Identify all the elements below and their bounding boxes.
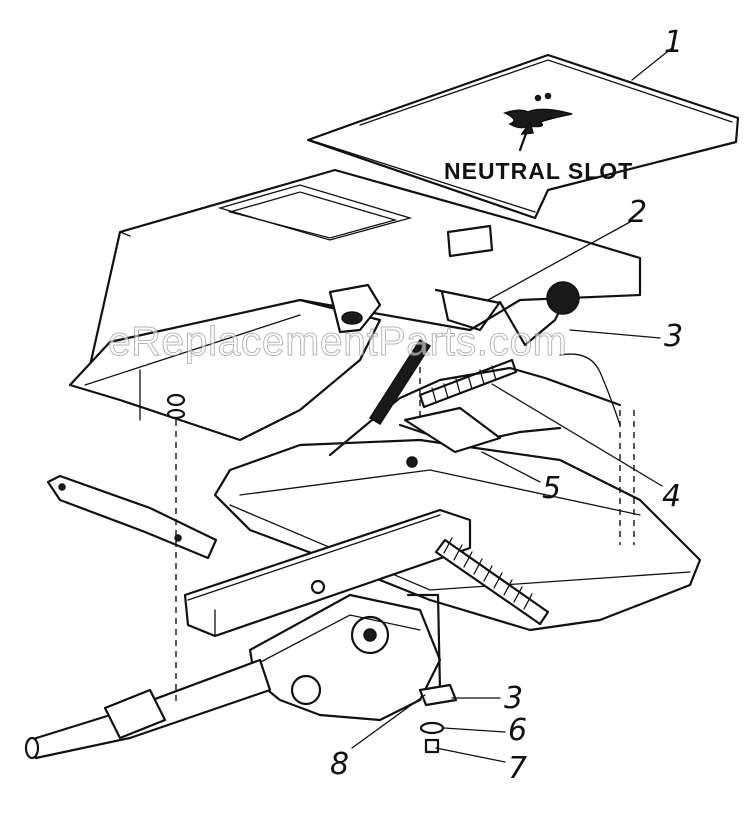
callout-3-top: 3 — [664, 319, 684, 354]
washer-6 — [419, 721, 445, 735]
transaxle — [248, 593, 442, 722]
lower-cable — [559, 353, 621, 426]
left-bracket — [46, 474, 218, 560]
fender-housing — [68, 168, 642, 442]
shift-lever-arm — [434, 288, 502, 305]
frame-crossmember — [183, 508, 472, 638]
neutral-slot-label: NEUTRAL SLOT — [444, 158, 634, 184]
bracket-hole — [174, 534, 182, 542]
shift-knob — [546, 281, 580, 315]
axle — [24, 658, 272, 760]
bracket-plate — [403, 406, 502, 454]
link-end-3 — [418, 683, 458, 707]
linkage-rod — [436, 593, 442, 692]
leader-5 — [481, 451, 541, 483]
leader-4 — [491, 383, 663, 487]
callout-8: 8 — [330, 747, 350, 782]
nut-left — [166, 393, 186, 407]
callout-3-bottom: 3 — [504, 681, 524, 716]
callout-7: 7 — [508, 751, 528, 786]
cover-plate — [306, 53, 740, 220]
callout-5: 5 — [542, 471, 562, 506]
screw-7 — [424, 738, 440, 754]
callout-1: 1 — [664, 25, 684, 60]
watermark: eReplacementParts.com — [107, 318, 568, 365]
bracket-hole — [58, 483, 66, 491]
leader-2 — [487, 221, 631, 301]
leader-8 — [351, 694, 426, 749]
callout-6: 6 — [508, 713, 528, 748]
neutral-slot-arrowhead — [520, 120, 534, 135]
washer-left — [166, 408, 186, 420]
callout-4: 4 — [662, 479, 682, 514]
callout-2: 2 — [628, 195, 648, 230]
leader-7 — [435, 747, 506, 763]
bracket-pin — [406, 456, 418, 468]
leader-3-top — [569, 329, 661, 339]
pivot-spring — [368, 338, 432, 426]
leader-1 — [631, 47, 673, 81]
extension-spring — [434, 537, 550, 626]
leader-6 — [443, 727, 506, 733]
